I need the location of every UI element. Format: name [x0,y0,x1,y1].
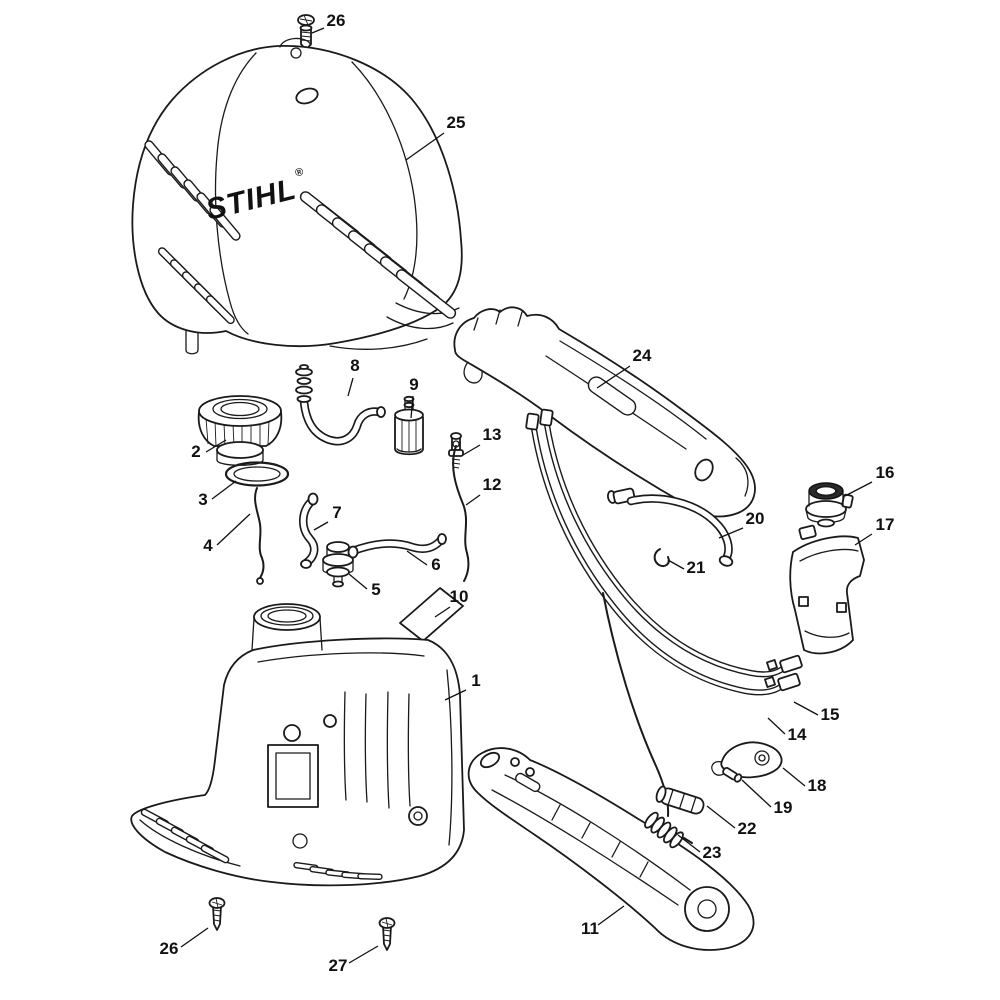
pin-19-part [722,766,743,783]
callout-label-18: 18 [808,776,827,795]
callout-leader-1 [444,689,467,701]
callout-leader-4 [216,513,251,546]
callout-label-24: 24 [633,346,652,365]
callout-label-11: 11 [581,919,599,938]
tank-bottom-slats [293,861,383,881]
callout-leader-15 [793,701,819,716]
vent-slats-right [299,191,457,319]
callout-leader-8 [347,377,354,397]
callout-label-22: 22 [738,819,757,838]
callout-leader-19 [741,779,772,808]
callout-label-6: 6 [431,555,440,574]
callout-leader-22 [706,805,736,829]
callout-leader-7 [313,521,329,531]
screw-26-bottom-part [208,897,226,931]
spring-23-part [644,811,693,849]
hose-elbow-8-part [295,364,386,446]
tank-wing-slats [140,808,230,864]
registered-mark: ® [294,166,305,180]
cap-16-part [805,482,854,528]
callout-label-16: 16 [876,463,895,482]
callout-label-12: 12 [483,475,502,494]
callout-leader-20 [718,527,744,539]
callout-label-27: 27 [329,956,348,975]
callout-label-23: 23 [703,843,722,862]
callout-leader-11 [597,905,625,926]
vent-slats-left-upper [144,140,241,241]
callout-leader-9 [410,395,414,419]
bottom-cover-part [467,747,755,951]
callout-leader-21 [667,559,685,570]
screw-27-part [378,917,396,951]
hose-7-part [299,492,319,569]
callout-label-21: 21 [687,558,706,577]
callout-label-19: 19 [774,798,793,817]
clip-21-part [653,548,670,567]
tank-housing-part [130,603,465,887]
callout-label-26-bottom: 26 [160,939,179,958]
engine-cover-part: STIHL ® [131,37,463,355]
callout-leader-26-bottom [180,927,209,948]
callout-label-20: 20 [746,509,765,528]
callout-label-3: 3 [198,490,207,509]
hose-20-part [606,487,734,567]
callout-label-5: 5 [371,580,380,599]
callout-leader-18 [782,767,806,787]
callout-label-25: 25 [447,113,466,132]
callout-leader-23 [677,834,701,853]
wire-12-part [452,440,470,582]
callout-label-15: 15 [821,705,840,724]
connector-22-part [655,785,705,815]
fuel-filter-part [394,395,424,456]
callout-leader-16 [844,481,873,497]
valve-13-part [448,432,464,469]
callout-leader-2 [205,439,227,453]
callout-label-9: 9 [409,375,418,394]
label-plate-part [399,587,464,642]
sealing-ring-part [224,461,290,487]
callout-label-2: 2 [191,442,200,461]
callout-leader-10 [434,606,451,618]
callout-leader-17 [854,533,873,546]
callout-leader-26-top [311,27,325,34]
callout-label-13: 13 [483,425,502,444]
callout-label-8: 8 [350,356,359,375]
callout-label-26-top: 26 [327,11,346,30]
vent-slats-left-lower [157,247,235,325]
fuel-cap-part [197,395,283,466]
callout-leader-13 [462,444,481,456]
callout-leader-24 [596,365,631,389]
grommet-5-part [322,541,354,588]
callout-label-14: 14 [788,725,807,744]
callout-label-4: 4 [203,536,213,555]
callout-leader-5 [348,573,368,590]
hose-6-part [347,533,447,559]
callouts-layer: 26 25 24 8 9 2 13 3 12 4 7 6 5 10 16 17 20 21 1 15 14 18 19 22 2… [160,11,895,975]
bracket-17-part [789,524,865,655]
callout-leader-25 [405,132,445,161]
callout-leader-12 [465,494,481,506]
callout-leader-14 [767,717,786,735]
callout-leader-6 [406,550,428,566]
callout-label-10: 10 [450,587,469,606]
callout-leader-3 [211,480,237,500]
callout-label-1: 1 [471,671,480,690]
callout-label-17: 17 [876,515,895,534]
callout-leader-27 [348,945,379,964]
callout-label-7: 7 [332,503,341,522]
retainer-wire-part [254,487,265,585]
